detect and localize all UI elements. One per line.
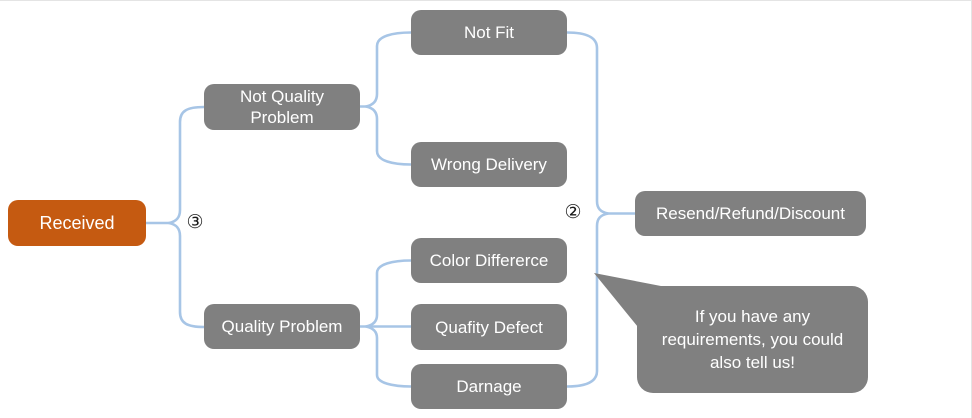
node-quality-defect: Quafity Defect — [411, 304, 567, 350]
node-quality-problem: Quality Problem — [204, 304, 360, 349]
bracket-received-children — [167, 105, 206, 329]
bracket-nqp-children — [364, 31, 413, 166]
node-wrong-delivery: Wrong Delivery — [411, 142, 567, 187]
node-color-difference: Color Differerce — [411, 238, 567, 283]
callout-bubble: If you have any requirements, you could … — [637, 286, 868, 393]
node-not-quality-problem: Not Quality Problem — [204, 84, 360, 130]
node-received: Received — [8, 200, 146, 246]
bracket-qp-children — [364, 259, 413, 388]
marker-circled-2: ② — [564, 202, 582, 223]
marker-circled-3: ③ — [186, 212, 204, 233]
node-not-fit: Not Fit — [411, 10, 567, 55]
node-resolution: Resend/Refund/Discount — [635, 191, 866, 236]
node-damage: Darnage — [411, 364, 567, 409]
